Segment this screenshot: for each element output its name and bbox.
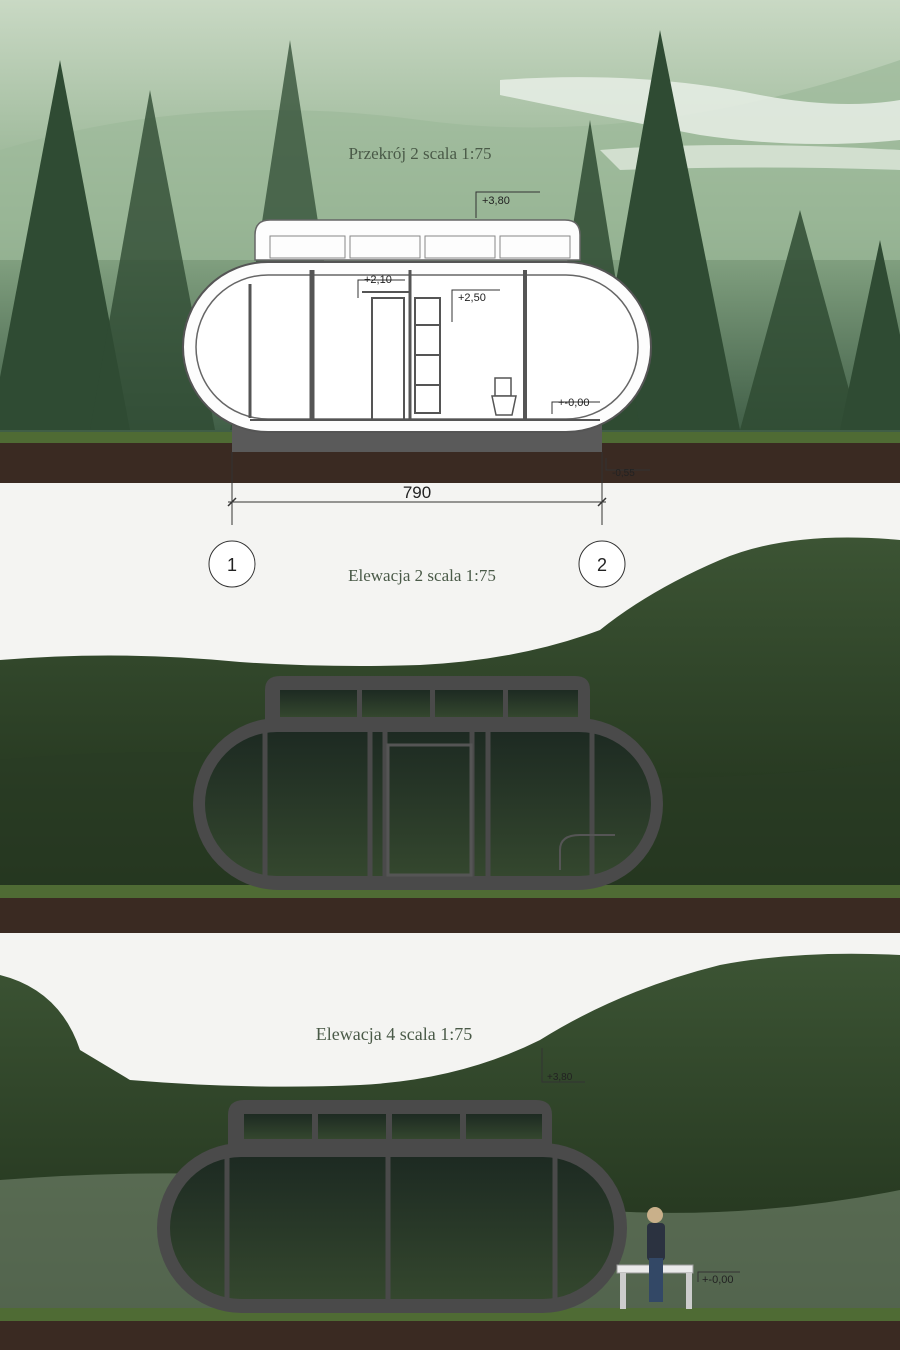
axis-label-2: 2 (597, 555, 607, 575)
elevation-2-title: Elewacja 2 scala 1:75 (348, 566, 496, 585)
lantern-glazing (280, 690, 578, 717)
axis-bubble-2 (578, 540, 626, 588)
shelving-unit (414, 297, 441, 414)
section-title: Przekrój 2 scala 1:75 (348, 144, 491, 163)
glazing (205, 732, 651, 876)
level-markers (541, 1048, 740, 1282)
dimension-790: 790 (403, 483, 431, 502)
level-foundation: -0,55 (612, 468, 635, 479)
entry-door (386, 743, 473, 877)
level-mezzanine: +2,10 (364, 274, 392, 286)
pod-elevation-4 (157, 1100, 627, 1313)
roof-lantern (254, 219, 581, 261)
bench-leg (686, 1273, 692, 1309)
level-roof: +3,80 (547, 1072, 573, 1083)
level-ceiling: +2,50 (458, 292, 486, 304)
level-markers (357, 191, 650, 471)
grass-strip (0, 1308, 900, 1322)
section-elewacja-4: Elewacja 4 scala 1:75 (0, 953, 900, 1350)
elevation-4-title: Elewacja 4 scala 1:75 (316, 1024, 472, 1044)
pod-elevation-2 (193, 676, 663, 890)
tick-right (597, 497, 607, 507)
person-silhouette (647, 1207, 665, 1302)
level-floor: +-0,00 (702, 1274, 734, 1286)
mullions (224, 1157, 558, 1299)
bench-outline (559, 834, 615, 870)
section-elewacja-2: Elewacja 2 scala 1:75 (0, 537, 900, 933)
dimension-block: 790 1 2 (208, 452, 626, 588)
soil (0, 898, 900, 933)
river (500, 77, 900, 144)
lantern-glazing (244, 1114, 542, 1139)
section-przekroj: +3,80 +2,10 +2,50 +-0,00 -0,55 Przekrój … (0, 0, 900, 483)
pod-section (182, 219, 652, 452)
level-floor: +-0,00 (558, 397, 590, 409)
lantern-windows (269, 235, 571, 259)
tick-left (227, 497, 237, 507)
soil (0, 1321, 900, 1350)
axis-label-1: 1 (227, 555, 237, 575)
axis-bubble-1 (208, 540, 256, 588)
toilet-icon (491, 377, 517, 416)
glazing (170, 1157, 614, 1299)
level-roof: +3,80 (482, 195, 510, 207)
grass-strip (0, 885, 900, 899)
bench-leg (620, 1273, 626, 1309)
